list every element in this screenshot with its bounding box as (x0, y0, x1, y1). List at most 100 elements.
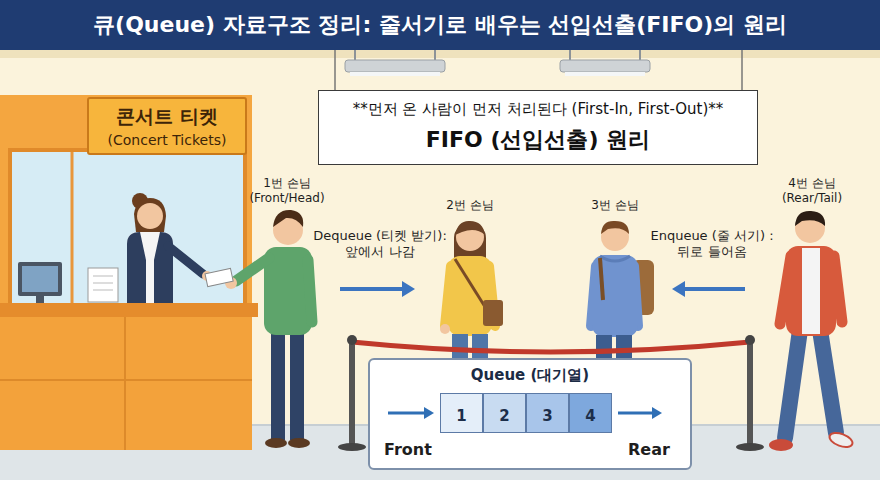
customer-4-part (820, 330, 836, 433)
ceiling-light-part (569, 50, 571, 60)
customer-4-part (795, 211, 825, 226)
node-heading: **먼저 온 사람이 먼저 처리된다 (First-In, First-Out)… (353, 100, 724, 119)
queue-panel-part (369, 359, 691, 469)
node-heading: 콘서트 티켓 (116, 104, 218, 130)
queue-rope-part (352, 342, 750, 352)
counter (0, 303, 258, 450)
ceiling-light-part (639, 50, 641, 60)
customer-4-part (769, 439, 793, 451)
customer-2-part (455, 221, 485, 235)
customer-1-part (271, 330, 285, 440)
flow-arrow-part (684, 287, 745, 291)
clerk-figure-part (127, 232, 146, 304)
clerk-figure-part (137, 203, 163, 229)
title-text: 큐(Queue) 자료구조 정리: 줄서기로 배우는 선입선출(FIFO)의 원… (93, 10, 787, 40)
clerk-figure-part (168, 246, 203, 274)
customer-2-part (455, 259, 487, 310)
customer-4-part (828, 430, 855, 449)
customer-2-part (483, 300, 503, 326)
flow-arrow-part (672, 281, 685, 297)
counter-part (0, 317, 252, 450)
ticket-booth-part (93, 290, 113, 291)
customer-1-part (273, 210, 303, 227)
node-heading: Queue (대기열) (370, 366, 690, 385)
banner-string (335, 50, 742, 92)
customer-label: 2번 손님 (430, 198, 510, 213)
ceiling-light-part (434, 50, 436, 60)
ceiling-light-part (354, 50, 356, 60)
customer-label: 4번 손님 (Rear/Tail) (762, 176, 862, 206)
background-part (0, 50, 880, 58)
flow-arrow-part (388, 412, 426, 415)
flow-arrow-part (402, 281, 415, 297)
customer-1-part (290, 330, 304, 440)
ticket-booth-part (88, 268, 118, 302)
end-label: Rear (628, 440, 670, 460)
queue-rope-part (747, 340, 753, 445)
flow-arrow-part (340, 287, 403, 291)
customer-1 (205, 210, 312, 448)
customer-3-part (601, 221, 629, 234)
customer-1-part (288, 438, 310, 448)
flow-arrow-part (424, 407, 434, 419)
title-band-part (0, 0, 880, 50)
queue-cell: 4 (569, 393, 612, 433)
counter-part (124, 317, 126, 450)
ticket-booth (0, 95, 252, 450)
booth-sign: 콘서트 티켓 (Concert Tickets) (87, 97, 247, 155)
customer-1-part (308, 260, 312, 322)
ceiling-light-part (345, 60, 445, 72)
cell-number: 3 (542, 407, 552, 425)
queue-rope-part (349, 340, 355, 445)
queue-rope-part (745, 335, 755, 345)
background (0, 50, 880, 480)
customer-1-part (205, 268, 233, 286)
ticket-booth-part (71, 152, 74, 304)
ceiling-light-part (350, 72, 440, 76)
customer-3-part (592, 255, 638, 337)
clerk-figure-part (134, 198, 166, 232)
ticket-booth-part (93, 276, 113, 277)
customer-3-part (600, 258, 603, 300)
customer-1-part (236, 258, 269, 281)
node-text: FIFO (선입선출) 원리 (426, 125, 650, 155)
banner-string-part (334, 50, 336, 92)
ticket-booth-part (10, 150, 245, 306)
ticket-booth-part (93, 283, 113, 284)
flow-arrow-part (652, 407, 662, 419)
customer-4 (769, 211, 854, 451)
operation-label: Dequeue (티켓 받기): 앞에서 나감 (305, 228, 455, 261)
customer-label: 3번 손님 (575, 198, 655, 213)
cell-number: 1 (456, 407, 466, 425)
ceiling-light (345, 50, 650, 76)
queue-rope-part (338, 443, 366, 451)
customer-2-part (440, 324, 450, 334)
customer-1-part (265, 438, 287, 448)
title-band (0, 0, 880, 50)
customer-4-part (786, 246, 836, 336)
counter-part (0, 303, 258, 317)
queue-rope-part (347, 335, 357, 345)
operation-label: Enqueue (줄 서기) : 뒤로 들어옴 (637, 228, 787, 261)
customer-4-part (785, 330, 800, 438)
ticket-booth-part (0, 95, 252, 450)
cell-number: 2 (499, 407, 509, 425)
ceiling-light-part (565, 72, 645, 76)
banner-string-part (741, 50, 743, 92)
queue-cell: 3 (526, 393, 569, 433)
node-text: (Concert Tickets) (108, 132, 227, 148)
end-label: Front (384, 440, 432, 460)
queue-cell: 2 (483, 393, 526, 433)
customer-4-part (802, 248, 820, 334)
ticket-booth-part (36, 296, 44, 304)
ticket-booth-part (18, 262, 62, 296)
flow-arrow-part (618, 412, 654, 415)
customer-3-part (600, 256, 630, 261)
ceiling-light-part (560, 60, 650, 72)
queue-cell: 1 (440, 393, 483, 433)
cell-number: 4 (585, 407, 595, 425)
background-part (0, 50, 880, 480)
customer-label: 1번 손님 (Front/Head) (237, 176, 337, 206)
queue-rope-part (736, 443, 764, 451)
